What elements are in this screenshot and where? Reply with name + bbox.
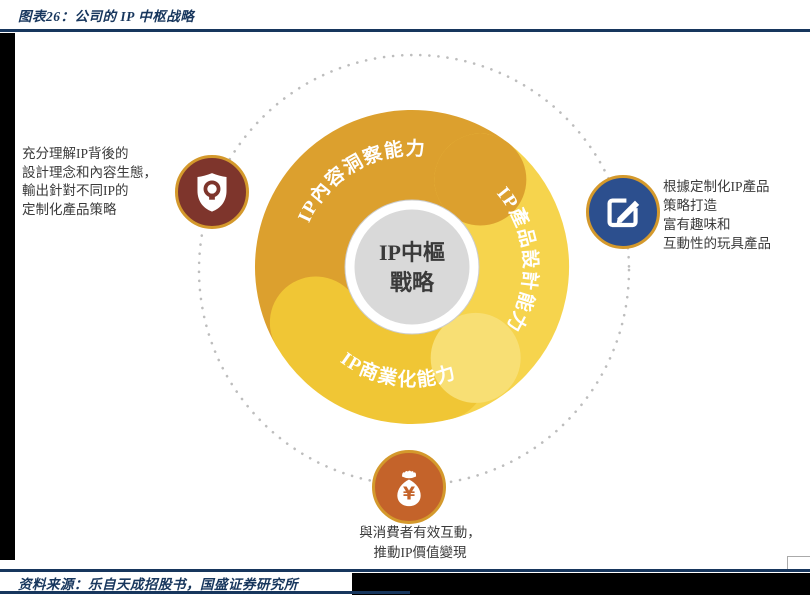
source-text: 资料来源：乐自天成招股书，国盛证券研究所 [18,577,298,592]
note-line: 設計理念和內容生態， [22,164,157,180]
note-line: 充分理解IP背後的 [22,146,129,161]
segment-cap-light-blob [430,312,521,403]
segment-arc-commercialization [269,276,487,424]
design-badge [586,175,660,249]
shield-lightbulb-icon [197,173,227,212]
note-line: 與消費者有效互動， [359,525,481,540]
page-edge-left-bar [0,33,15,560]
note-line: 策略打造 [663,198,717,213]
note-bottom: 與消費者有效互動， 推動IP價值變現 [290,523,550,562]
note-line: 定制化產品策略 [22,201,117,217]
hub-label-line1: IP中樞 [379,240,445,265]
note-right: 根據定制化IP產品 策略打造 富有趣味和 互動性的玩具產品 [663,177,808,253]
note-line: 推動IP價值變現 [373,544,467,560]
note-line: 根據定制化IP產品 [663,179,770,194]
scrollbar-notch [787,556,810,569]
figure-title: 图表26：公司的 IP 中枢战略 [18,9,195,24]
note-left: 充分理解IP背後的 設計理念和內容生態， 輸出針對不同IP的 定制化產品策略 [22,145,182,219]
monetize-badge: ¥ [372,450,446,524]
title-rule [0,29,810,32]
insight-badge [175,155,249,229]
bottom-rule [0,591,410,594]
ip-hub-strategy-diagram: IP中樞 戰略 IP內容洞察能力 IP產品設計能力 IP商業化能力 [175,53,660,524]
hub-circle [354,209,470,325]
money-bag-icon: ¥ [397,470,421,507]
note-line: 輸出針對不同IP的 [22,183,129,198]
note-line: 互動性的玩具產品 [663,236,771,251]
note-line: 富有趣味和 [663,217,731,232]
hub-label-line2: 戰略 [390,270,435,295]
design-badge-circle [586,175,660,249]
yen-symbol: ¥ [403,484,416,504]
footer-rule [0,569,810,572]
page-edge-bottom-right [352,573,810,595]
pencil-square-icon [607,198,640,228]
segment-cap-dark [434,133,527,226]
